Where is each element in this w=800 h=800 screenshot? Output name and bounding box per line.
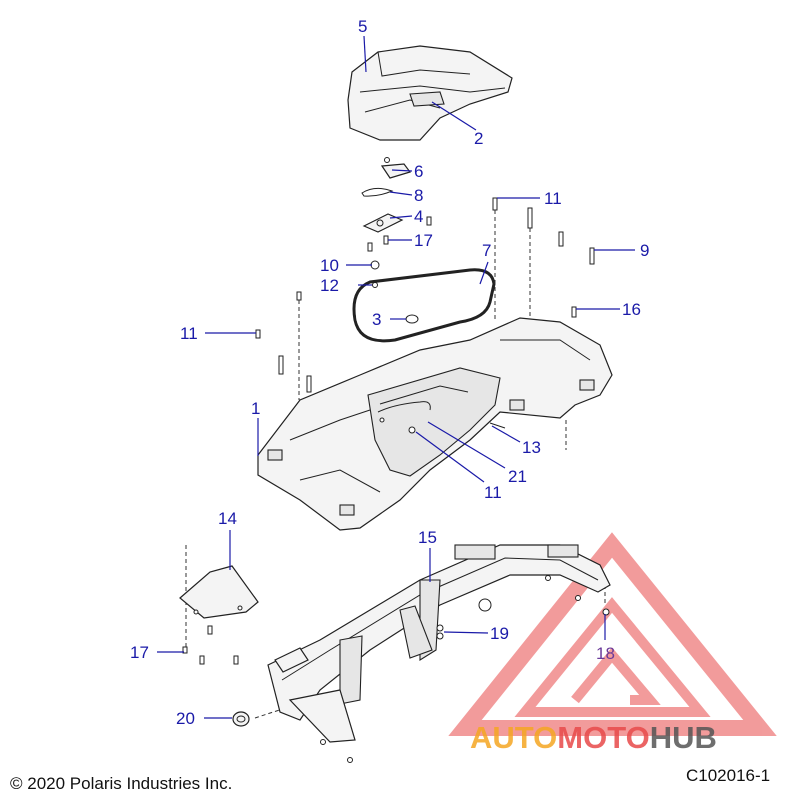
callout-11b: 11: [180, 324, 198, 343]
callout-labels: 5 2 6 8 4 17 11 7 9 10 12 3 16 11 1 13 2…: [130, 17, 649, 728]
watermark-brand: AUTOMOTOHUB: [470, 720, 717, 755]
rear-frame-part: [267, 544, 611, 763]
callout-11: 11: [544, 189, 562, 208]
callout-3: 3: [372, 310, 381, 329]
watermark-brand-moto: MOTO: [557, 720, 649, 755]
callout-18: 18: [596, 644, 615, 663]
callout-12: 12: [320, 276, 339, 295]
callout-13: 13: [522, 438, 541, 457]
seal-part: [352, 268, 496, 343]
callout-21: 21: [508, 467, 527, 486]
latch-part: [380, 157, 411, 179]
callout-14: 14: [218, 509, 237, 528]
copyright-text: © 2020 Polaris Industries Inc.: [10, 774, 232, 793]
plug-part: [232, 711, 250, 727]
callout-11c: 11: [484, 483, 502, 502]
callout-15: 15: [418, 528, 437, 547]
watermark-logo: [448, 532, 777, 736]
callout-16: 16: [622, 300, 641, 319]
callout-2: 2: [474, 129, 483, 148]
callout-1: 1: [251, 399, 260, 418]
callout-17b: 17: [130, 643, 149, 662]
callout-6: 6: [414, 162, 423, 181]
bracket-part: [362, 213, 432, 252]
fastener-group: [370, 260, 419, 324]
callout-10: 10: [320, 256, 339, 275]
mud-flap-part: [179, 565, 259, 665]
callout-20: 20: [176, 709, 195, 728]
callout-8: 8: [414, 186, 423, 205]
watermark-brand-hub: HUB: [650, 720, 717, 755]
callout-4: 4: [414, 207, 423, 226]
clip-part: [361, 187, 394, 197]
watermark-brand-auto: AUTO: [470, 720, 557, 755]
storage-cover-part: [347, 45, 513, 141]
callout-5: 5: [358, 17, 367, 36]
callout-17: 17: [414, 231, 433, 250]
callout-19: 19: [490, 624, 509, 643]
callout-9: 9: [640, 241, 649, 260]
leader-lines: [157, 35, 635, 719]
callout-7: 7: [482, 241, 491, 260]
rear-rack-part: [257, 317, 613, 531]
diagram-code: C102016-1: [686, 766, 770, 785]
